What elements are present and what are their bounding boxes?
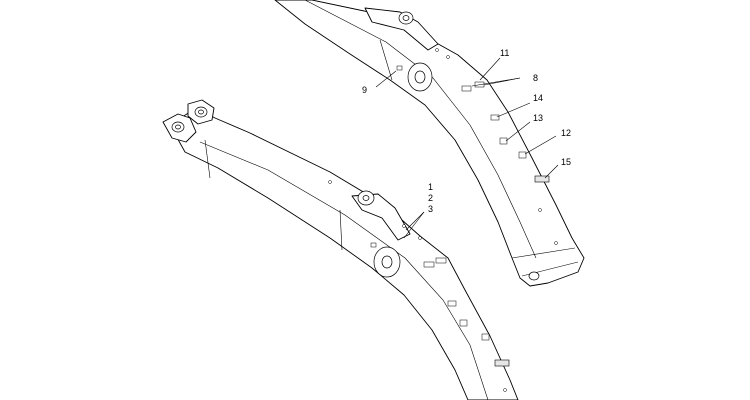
part-plate [494,359,510,367]
callout-1: 1 [428,182,433,192]
part-13-clamp [499,137,508,145]
part-8-clamp-a [461,85,472,92]
part-decal [447,300,457,307]
callouts: 1 2 3 8 9 11 12 13 14 15 [362,48,571,214]
callout-2: 2 [428,193,433,203]
part-clamp [459,319,468,327]
lower-boom-foot-lug [162,99,215,143]
callout-15: 15 [561,157,571,167]
callout-13: 13 [533,113,543,123]
callout-14: 14 [533,93,543,103]
callout-12: 12 [561,128,571,138]
part-9-decal [396,65,403,71]
bolt-dot [503,388,507,392]
upper-boom [274,0,585,287]
bolt-dot [418,236,422,240]
part-1-clamp-b [435,257,447,264]
part-decal [370,242,377,248]
leader-lines [375,57,559,239]
part-clamp [481,333,490,341]
bolt-dot [446,55,450,59]
bolt-dot [402,224,406,228]
bolt-dot [328,180,332,184]
upper-boom-body [274,0,585,287]
bolt-dot [435,48,439,52]
bolt-dot [554,241,558,245]
upper-boom-bracket [364,7,439,51]
upper-boom-nose-pin [528,271,540,281]
upper-boom-foot-pin [407,62,433,92]
lower-boom-bracket [351,190,411,241]
lower-boom [162,99,519,400]
callout-11: 11 [500,48,509,58]
bolt-dot [538,208,542,212]
part-14-decal [490,114,500,121]
callout-3: 3 [428,204,433,214]
part-12-clamp [518,151,527,159]
callout-9: 9 [362,85,367,95]
callout-8: 8 [533,73,538,83]
part-1-clamp-a [423,261,435,268]
part-15-plate [534,175,550,183]
lower-boom-foot-pin [373,246,401,278]
lower-boom-body [169,107,519,400]
